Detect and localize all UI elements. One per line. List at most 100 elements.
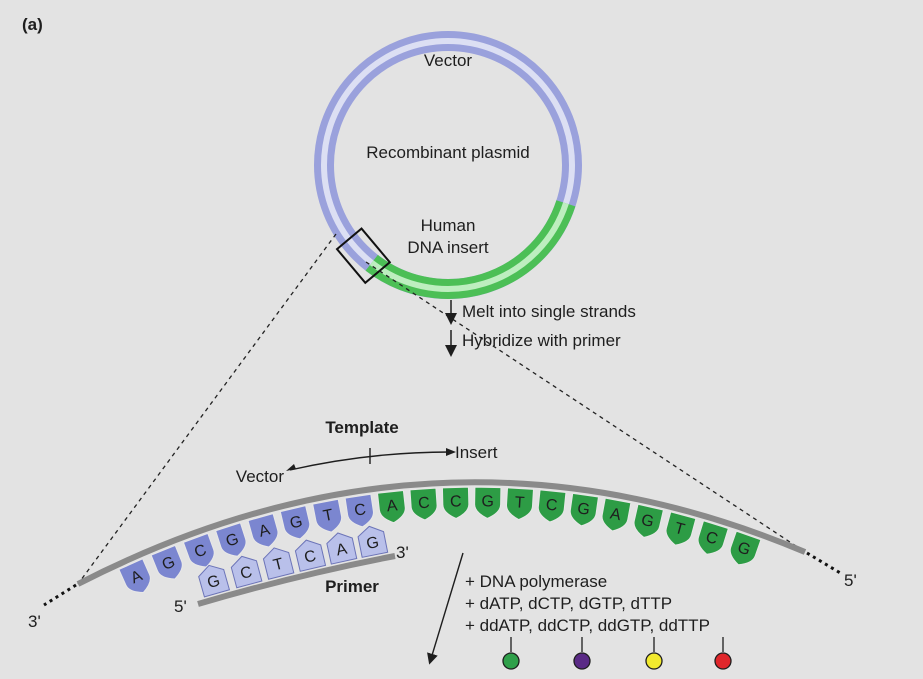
primer-base-letter: G: [205, 572, 222, 592]
template-base: C: [182, 532, 215, 568]
primer-base-letter: A: [335, 541, 349, 560]
template-base: C: [344, 493, 374, 528]
primer-base-shape: [262, 547, 295, 580]
primer-base: G: [198, 564, 231, 598]
template-base-letter: G: [224, 531, 241, 551]
primer-title: Primer: [325, 577, 379, 596]
primer-base-letter: C: [303, 548, 318, 567]
primer-base-shape: [198, 564, 231, 598]
template-base-shape: [182, 532, 215, 568]
primer-base-shape: [326, 532, 358, 565]
template-base: T: [312, 498, 343, 533]
template-base-shape: [312, 498, 343, 533]
template-base-shape: [344, 493, 374, 528]
template-base: G: [215, 522, 247, 557]
template-base-letter: C: [704, 529, 720, 549]
template-base-letter: G: [288, 513, 304, 532]
template-base: C: [409, 487, 438, 521]
template-base-shape: [215, 522, 247, 557]
template-base-shape: [150, 544, 183, 580]
primer-base: T: [262, 547, 295, 580]
template-base-shape: [376, 489, 406, 524]
dd-markers: [502, 637, 732, 670]
template-base: A: [601, 497, 632, 532]
template-base-letter: A: [386, 497, 399, 515]
primer-base-letter: T: [272, 555, 286, 574]
template-base-shape: [441, 486, 470, 520]
template-base-letter: T: [673, 520, 687, 539]
primer-end-3prime: 3': [396, 543, 409, 562]
reagent-line-polymerase: + DNA polymerase: [465, 572, 607, 591]
primer-base: A: [326, 532, 358, 565]
template-vector-label: Vector: [236, 467, 285, 486]
plasmid-ring-insert-highlight: [369, 202, 569, 292]
template-base-shape: [697, 520, 729, 555]
hybridize-label: Hybridize with primer: [462, 331, 621, 350]
panel-label: (a): [22, 15, 43, 34]
dd-marker-dot: [645, 652, 663, 670]
template-base: G: [633, 503, 664, 538]
template-base: T: [506, 487, 535, 521]
dd-marker-dot: [502, 652, 520, 670]
zoom-line-left: [77, 233, 337, 585]
template-base: C: [441, 486, 470, 520]
primer-base: G: [357, 525, 389, 558]
template-base-letter: T: [514, 494, 525, 512]
zoom-box: [335, 227, 392, 285]
template-end-3prime: 3': [28, 612, 41, 631]
dd-marker-dot: [714, 652, 732, 670]
template-base-letter: G: [160, 554, 178, 574]
template-base: T: [665, 511, 697, 546]
template-base-letter: A: [609, 505, 623, 524]
vector-label: Vector: [424, 51, 473, 70]
template-base: G: [729, 530, 762, 566]
dd-marker-dot: [573, 652, 591, 670]
template-dots-left: [43, 583, 77, 607]
vector-arrowhead: [286, 464, 296, 471]
template-base-shape: [506, 487, 535, 521]
template-base: A: [247, 513, 279, 548]
primer-base-shape: [294, 539, 327, 572]
template-base-letter: G: [735, 539, 752, 559]
template-title: Template: [325, 418, 398, 437]
reagent-line-dntps: + dATP, dCTP, dGTP, dTTP: [465, 594, 672, 613]
plasmid-label: Recombinant plasmid: [366, 143, 529, 162]
template-base-shape: [665, 511, 697, 546]
primer-base-shape: [357, 525, 389, 558]
primer-base-letter: G: [365, 534, 381, 553]
template-end-5prime: 5': [844, 571, 857, 590]
template-base-shape: [247, 513, 279, 548]
template-base-letter: G: [640, 512, 656, 531]
insert-label-line1: Human: [421, 216, 476, 235]
template-base: C: [537, 489, 567, 523]
template-base-letter: A: [257, 521, 272, 540]
primer-base-shape: [230, 555, 263, 589]
template-backbone: [76, 479, 807, 587]
template-base-shape: [409, 487, 438, 521]
primer-backbone: [197, 553, 396, 607]
reagent-line-ddntps: + ddATP, ddCTP, ddGTP, ddTTP: [465, 616, 710, 635]
template-base-shape: [601, 497, 632, 532]
template-base-letter: G: [576, 500, 591, 519]
template-base: A: [118, 558, 151, 593]
template-base: A: [376, 489, 406, 524]
template-base-letter: C: [450, 493, 462, 510]
template-base-shape: [633, 503, 664, 538]
template-base-shape: [729, 530, 762, 566]
template-base-shape: [569, 492, 600, 527]
template-insert-label: Insert: [455, 443, 498, 462]
reaction-arrow: [427, 552, 464, 665]
template-base-letter: T: [322, 507, 335, 526]
template-base-letter: C: [353, 501, 367, 520]
template-base: C: [697, 520, 729, 555]
template-base-shape: [118, 558, 151, 593]
template-base: G: [474, 486, 502, 519]
primer-base-letter: C: [239, 564, 255, 583]
template-base-letter: G: [481, 493, 494, 510]
recombinant-plasmid: Vector Recombinant plasmid Human DNA ins…: [314, 31, 582, 299]
template-dots-right: [806, 551, 843, 576]
template-base-shape: [537, 489, 567, 523]
